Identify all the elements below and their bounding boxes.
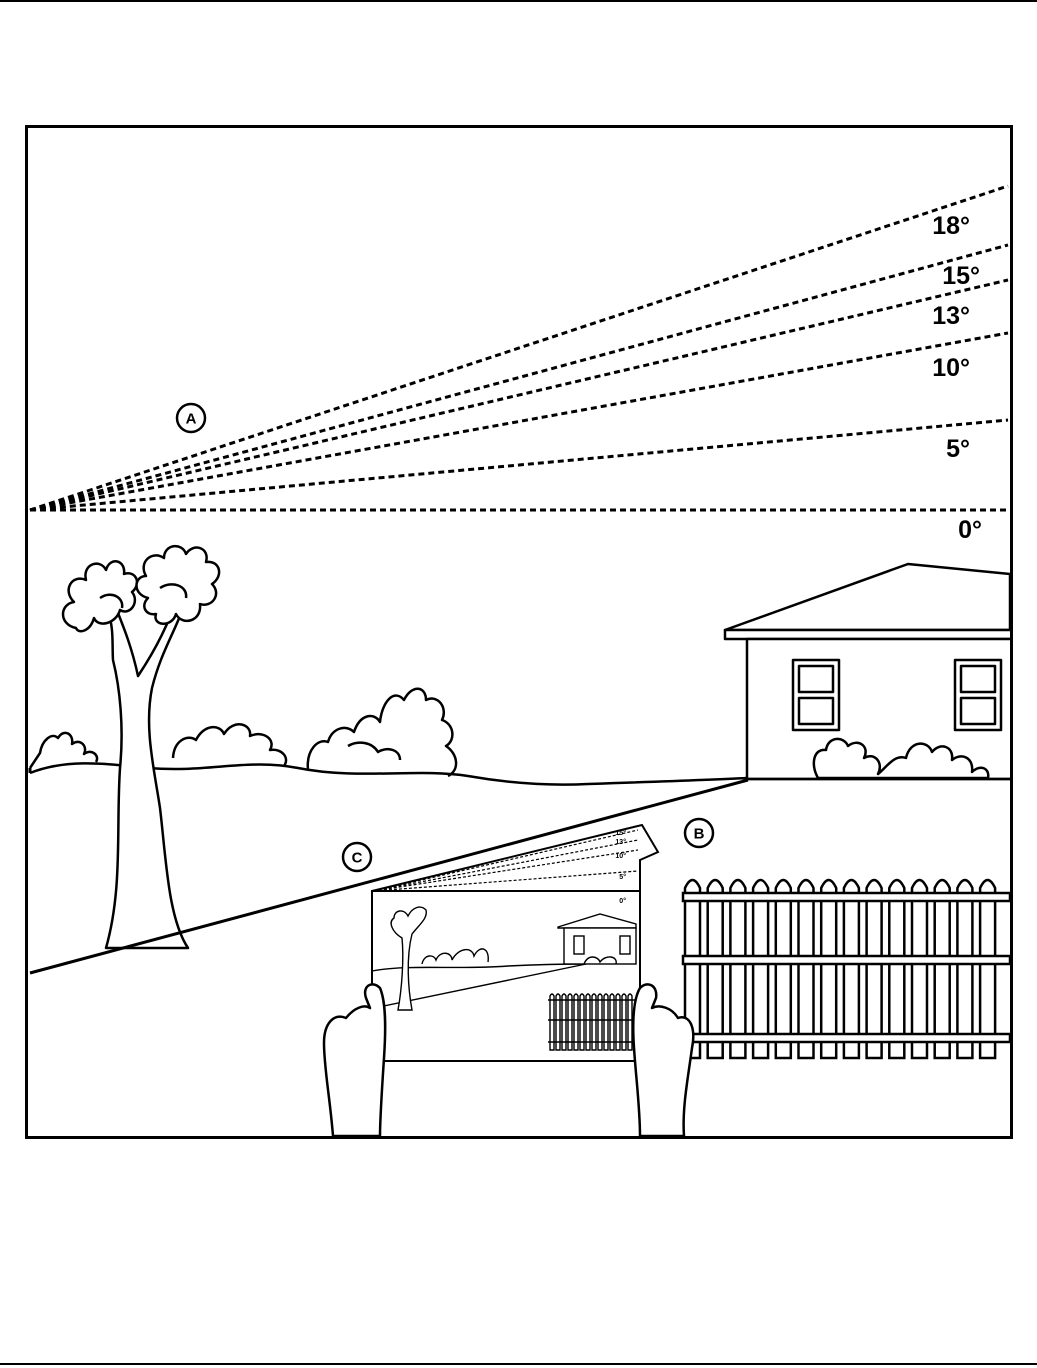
fence-picket bbox=[867, 880, 882, 1058]
house-window-right bbox=[955, 660, 1001, 730]
fence-picket bbox=[799, 880, 814, 1058]
label-5-degrees: 5° bbox=[946, 435, 970, 463]
bush-cluster-mid bbox=[173, 724, 286, 766]
fence-rail-base bbox=[683, 1034, 1010, 1042]
callout-b-letter: B bbox=[694, 826, 705, 843]
bush-cluster-right bbox=[308, 689, 456, 776]
bottom-rule bbox=[0, 1363, 1037, 1365]
fence-picket bbox=[980, 880, 995, 1058]
fence-picket bbox=[844, 880, 859, 1058]
fence-picket bbox=[935, 880, 950, 1058]
fence-picket bbox=[957, 880, 972, 1058]
label-0-degrees: 0° bbox=[958, 516, 982, 544]
tree-canopy-left bbox=[63, 561, 137, 631]
ray-18-degrees bbox=[30, 186, 1008, 510]
scene-illustration: 18° 15° 13° 10° 5° 0° A bbox=[28, 128, 1010, 1136]
label-10-degrees: 10° bbox=[932, 354, 970, 382]
sight-angle-figure: 18° 15° 13° 10° 5° 0° A bbox=[25, 125, 1013, 1139]
callout-c-letter: C bbox=[352, 850, 363, 867]
fence-rail-bottom bbox=[683, 956, 1010, 964]
house-roof bbox=[725, 564, 1010, 630]
picket-fence bbox=[683, 880, 1010, 1058]
ray-15-degrees bbox=[30, 245, 1008, 510]
top-rule bbox=[0, 0, 1037, 2]
card-label-13: 13° bbox=[615, 838, 626, 846]
ray-5-degrees bbox=[30, 420, 1008, 510]
callout-a-letter: A bbox=[186, 411, 197, 428]
ray-13-degrees bbox=[30, 280, 1008, 510]
fence-picket bbox=[889, 880, 904, 1058]
fence-picket bbox=[730, 880, 745, 1058]
house-eave bbox=[725, 630, 1010, 639]
label-18-degrees: 18° bbox=[932, 212, 970, 240]
callout-b: B bbox=[685, 819, 713, 847]
card-label-5: 5° bbox=[619, 873, 626, 881]
fence-picket bbox=[708, 880, 723, 1058]
label-13-degrees: 13° bbox=[932, 302, 970, 330]
angle-labels: 18° 15° 13° 10° 5° 0° bbox=[932, 212, 982, 544]
callout-c: C bbox=[343, 843, 371, 871]
fence-picket bbox=[821, 880, 836, 1058]
fence-picket bbox=[776, 880, 791, 1058]
card-label-15: 15° bbox=[615, 829, 626, 837]
house bbox=[725, 564, 1010, 779]
house-window-left bbox=[793, 660, 839, 730]
label-15-degrees: 15° bbox=[942, 262, 980, 290]
tree-trunk bbox=[106, 594, 188, 948]
left-hand bbox=[324, 984, 385, 1136]
callout-a: A bbox=[177, 404, 205, 432]
held-sight-card: 15° 13° 10° 5° 0° bbox=[372, 825, 658, 1061]
card-label-10: 10° bbox=[615, 852, 626, 860]
fence-picket bbox=[753, 880, 768, 1058]
card-label-0: 0° bbox=[619, 897, 626, 905]
fence-picket bbox=[912, 880, 927, 1058]
sight-angle-rays bbox=[30, 186, 1008, 510]
fence-rail-top bbox=[683, 893, 1010, 901]
tree bbox=[63, 546, 219, 948]
